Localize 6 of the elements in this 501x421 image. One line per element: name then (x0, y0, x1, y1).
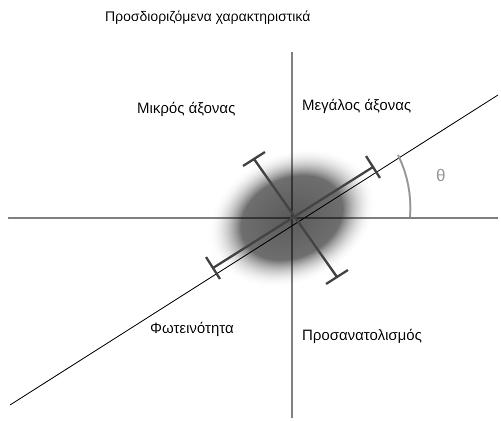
axis-label: Μεγάλος άξονας (302, 97, 412, 114)
quadrant-label: Φωτεινότητα (150, 320, 234, 337)
angle-label: θ (436, 166, 446, 186)
axis-label: Μικρός άξονας (137, 100, 236, 117)
quadrant-label: Προσανατολισμός (302, 327, 422, 344)
title: Προσδιοριζόμενα χαρακτηριστικά (105, 8, 310, 24)
